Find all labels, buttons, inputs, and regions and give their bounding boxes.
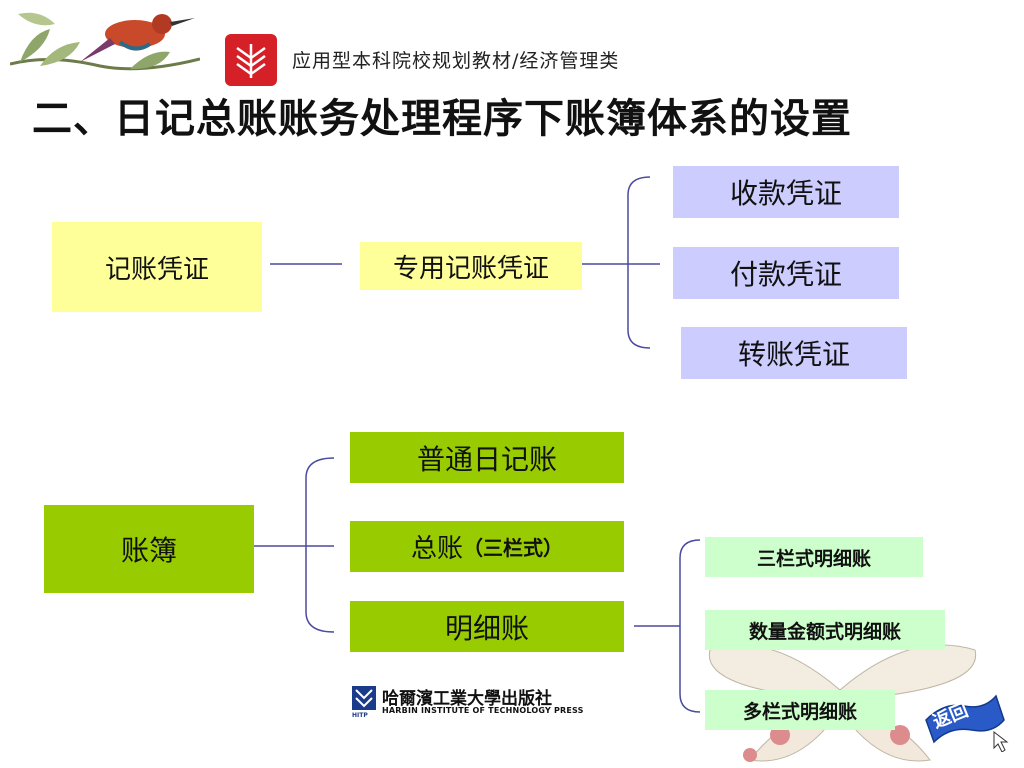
general-ledger-note: （三栏式） [463,536,563,560]
general-ledger-box: 总账（三栏式） [350,521,624,572]
voucher-box: 记账凭证 [52,222,262,312]
detail-ledger-box: 明细账 [350,601,624,652]
bird-illustration [10,12,200,71]
quantity-amount-detail-box: 数量金额式明细账 [705,610,945,650]
publisher-logo [225,34,277,86]
publisher-footer: HITP 哈爾濱工業大學出版社 HARBIN INSTITUTE OF TECH… [352,686,583,720]
flag-icon [925,694,1009,753]
publisher-name-en: HARBIN INSTITUTE OF TECHNOLOGY PRESS [382,706,584,715]
books-box: 账簿 [44,505,254,593]
series-header: 应用型本科院校规划教材/经济管理类 [292,50,620,72]
transfer-voucher-box: 转账凭证 [681,327,907,379]
publisher-logo-icon [352,686,376,710]
special-voucher-box: 专用记账凭证 [360,242,582,290]
multi-column-detail-box: 多栏式明细账 [705,690,895,730]
general-journal-box: 普通日记账 [350,432,624,483]
publisher-abbr: HITP [352,712,368,719]
payment-voucher-box: 付款凭证 [673,247,899,299]
return-button[interactable]: 返回 [924,692,1014,753]
three-column-detail-box: 三栏式明细账 [705,537,923,577]
publisher-name-cn: 哈爾濱工業大學出版社 [382,689,552,709]
page-title: 二、日记总账账务处理程序下账簿体系的设置 [32,95,852,142]
logo-mark-icon [236,44,266,78]
receipt-voucher-box: 收款凭证 [673,166,899,218]
general-ledger-label: 总账 [410,534,463,564]
